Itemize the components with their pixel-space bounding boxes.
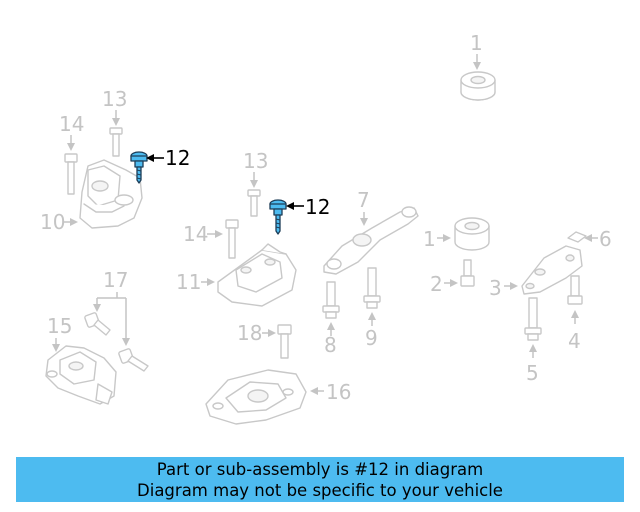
callout-4: 4 <box>568 329 581 353</box>
callout-12-middle: 12 <box>305 195 330 219</box>
callout-5: 5 <box>526 361 539 385</box>
callout-10: 10 <box>40 210 65 234</box>
part-17-bolt-a <box>84 312 111 336</box>
part-10-engine-mount <box>79 159 143 229</box>
part-17-bolt-b <box>118 348 149 372</box>
callout-13-left: 13 <box>102 87 127 111</box>
part-3-bracket <box>521 245 583 295</box>
part-1-bushing-right <box>454 217 490 251</box>
part-12-bolt-middle <box>269 199 287 235</box>
part-7-torque-rod <box>323 206 419 275</box>
callout-12-left: 12 <box>165 146 190 170</box>
part-18-bolt <box>277 324 292 359</box>
notice-line-1: Part or sub-assembly is #12 in diagram <box>156 460 484 479</box>
notice-banner: Part or sub-assembly is #12 in diagram D… <box>16 457 624 502</box>
part-2-stud <box>460 259 475 287</box>
part-6-washer <box>567 231 587 243</box>
part-1-bushing-top <box>460 71 496 101</box>
callout-3: 3 <box>489 276 502 300</box>
callout-14-middle: 14 <box>183 222 208 246</box>
part-14-stud-left <box>64 153 78 195</box>
part-13-bolt-middle <box>247 189 261 217</box>
callout-14-left: 14 <box>59 112 84 136</box>
part-9-bolt <box>363 267 381 309</box>
part-16-lower-mount <box>205 369 307 425</box>
callout-1-right: 1 <box>423 227 436 251</box>
callout-16: 16 <box>326 380 351 404</box>
callout-17: 17 <box>103 268 128 292</box>
part-15-trans-mount <box>45 345 117 405</box>
callout-13-middle: 13 <box>243 149 268 173</box>
callout-15: 15 <box>47 314 72 338</box>
part-11-bracket <box>217 243 297 307</box>
callout-9: 9 <box>365 326 378 350</box>
callout-1-top: 1 <box>470 31 483 55</box>
part-13-bolt-left <box>109 127 123 157</box>
part-8-bolt <box>322 281 340 319</box>
callout-6: 6 <box>599 227 612 251</box>
callout-8: 8 <box>324 333 337 357</box>
part-4-bolt <box>567 275 583 305</box>
callout-2: 2 <box>430 272 443 296</box>
callout-7: 7 <box>357 188 370 212</box>
notice-line-2: Diagram may not be specific to your vehi… <box>137 481 503 500</box>
callout-11: 11 <box>176 270 201 294</box>
part-5-bolt <box>524 297 542 341</box>
callout-18: 18 <box>237 321 262 345</box>
part-14-stud-middle <box>225 219 239 259</box>
